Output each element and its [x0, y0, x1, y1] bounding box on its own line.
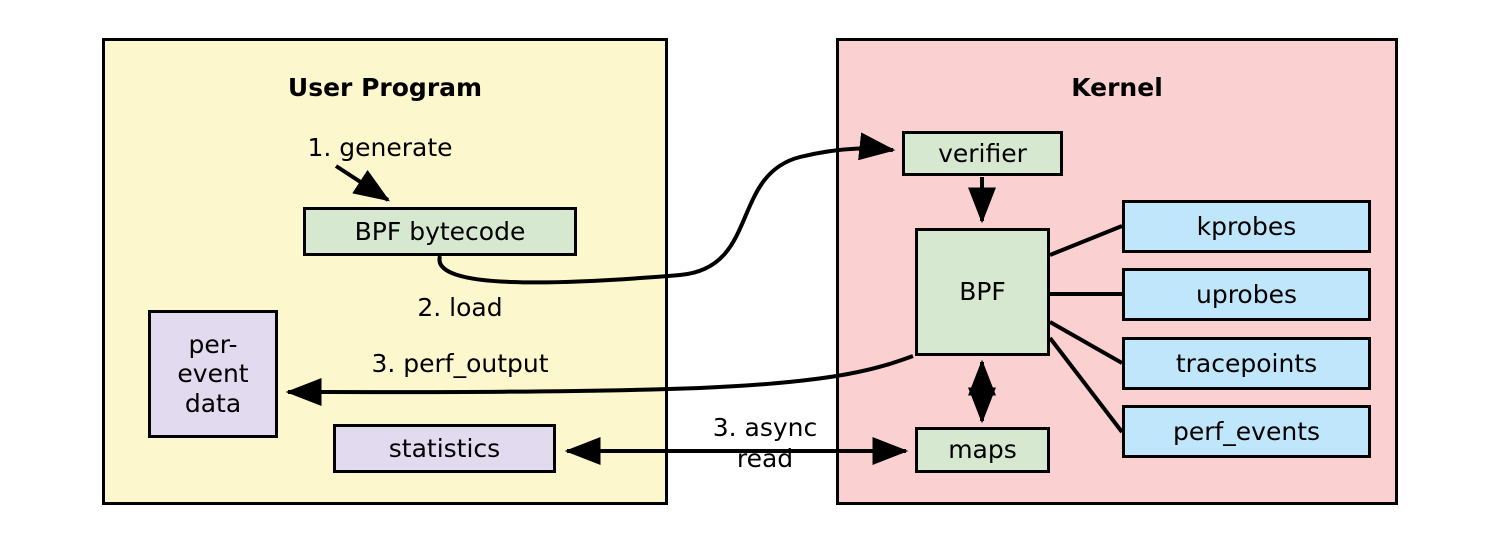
panel-user-program-title: User Program [287, 73, 483, 102]
label-generate: 1. generate [307, 133, 453, 162]
node-uprobes[interactable]: uprobes [1122, 268, 1371, 321]
node-verifier[interactable]: verifier [902, 131, 1063, 176]
node-statistics[interactable]: statistics [333, 424, 556, 473]
node-perf-events[interactable]: perf_events [1122, 405, 1371, 458]
panel-kernel-title: Kernel [1071, 73, 1163, 102]
node-bpf-bytecode[interactable]: BPF bytecode [303, 207, 577, 256]
node-kprobes[interactable]: kprobes [1122, 200, 1371, 253]
node-tracepoints[interactable]: tracepoints [1122, 337, 1371, 390]
node-bpf[interactable]: BPF [915, 228, 1050, 356]
node-maps[interactable]: maps [915, 427, 1050, 473]
node-per-event-data[interactable]: per- event data [148, 310, 278, 438]
label-load: 2. load [417, 293, 503, 322]
label-perf-output: 3. perf_output [371, 349, 549, 378]
label-async-read: 3. async read [712, 413, 818, 474]
